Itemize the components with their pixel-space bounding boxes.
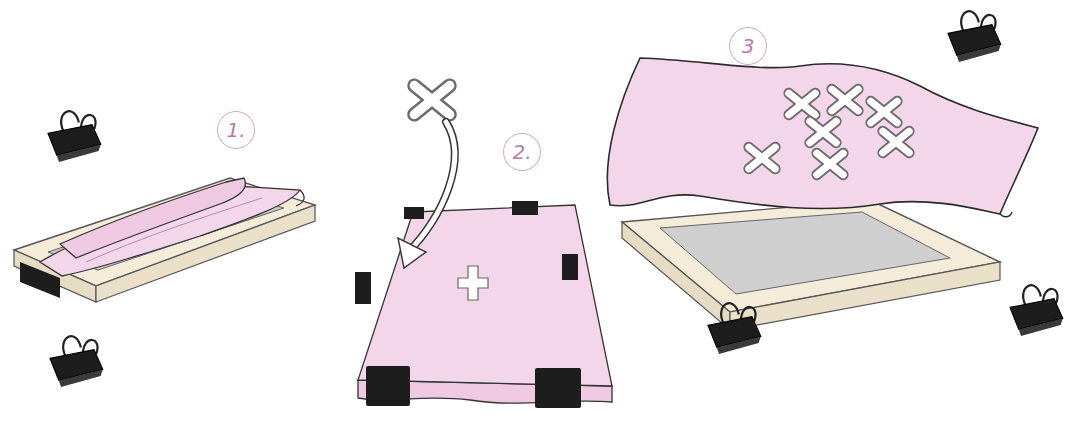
step-number: 3 — [742, 36, 755, 56]
binder-clip — [20, 262, 60, 298]
stencil-fabric — [607, 58, 1038, 217]
step-number: 2. — [512, 142, 531, 162]
step-number-circle: 1. — [217, 111, 255, 149]
step-number: 1. — [226, 120, 245, 140]
binder-clip — [50, 336, 103, 387]
step-number-circle: 3 — [729, 27, 767, 65]
step-number-circle: 2. — [503, 133, 541, 171]
binder-clip — [1010, 285, 1063, 336]
binder-clip — [708, 303, 761, 354]
frame-with-fabric — [14, 178, 315, 302]
stretched-fabric-frame — [355, 201, 612, 408]
cross-cutout — [414, 86, 449, 115]
empty-frame — [622, 200, 1000, 330]
binder-clip — [48, 111, 101, 162]
placement-arrow — [398, 122, 455, 268]
binder-clip — [948, 11, 1001, 62]
